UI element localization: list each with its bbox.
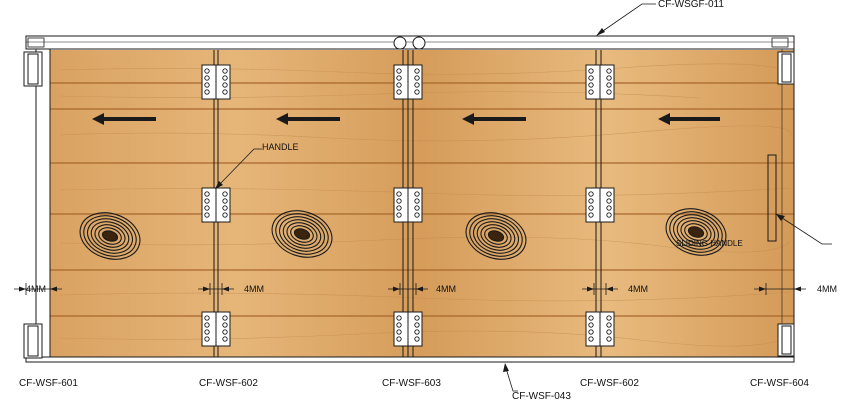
panel-label-3: CF-WSF-603 xyxy=(382,378,441,389)
leader-line-icon xyxy=(217,148,262,187)
top-frame-rail xyxy=(25,35,795,50)
panel-label-5: CF-WSF-604 xyxy=(750,378,809,389)
dimension-arrow-icon xyxy=(388,283,428,295)
hinge-icon xyxy=(201,187,231,223)
direction-arrows xyxy=(92,113,720,125)
sliding-handle-label: SLIDING HANDLE xyxy=(676,239,743,248)
bottom-track-label: CF-WSF-043 xyxy=(512,391,571,402)
side-frames xyxy=(35,49,795,362)
wood-knots xyxy=(79,208,727,260)
top-frame-label: CF-WSGF-011 xyxy=(658,0,724,10)
hinge-icon xyxy=(393,187,423,223)
panel-label-2: CF-WSF-602 xyxy=(199,378,258,389)
panel-label-1: CF-WSF-601 xyxy=(19,378,78,389)
dimension-arrow-icon xyxy=(754,283,806,295)
bottom-track xyxy=(25,356,795,363)
leader-lines xyxy=(217,3,832,392)
panel-label-4: CF-WSF-602 xyxy=(580,378,639,389)
knot-icon xyxy=(665,208,727,256)
knot-icon xyxy=(79,212,141,260)
sliding-handle-bar xyxy=(767,154,777,242)
hinge-icon xyxy=(393,311,423,347)
hinge-icon xyxy=(585,64,615,100)
hinge-icon xyxy=(201,311,231,347)
gap-label-5: 4MM xyxy=(817,284,837,294)
leader-line-icon xyxy=(504,364,518,392)
hinge-group xyxy=(201,64,615,347)
arrow-left-icon xyxy=(658,113,720,125)
gap-label-4: 4MM xyxy=(628,284,648,294)
knot-icon xyxy=(271,210,333,258)
leader-line-icon xyxy=(775,213,832,245)
handle-label: HANDLE xyxy=(262,142,299,152)
end-brackets xyxy=(23,51,795,359)
gap-dimensions xyxy=(14,283,806,295)
leader-line-icon xyxy=(599,3,656,34)
arrow-left-icon xyxy=(92,113,156,125)
arrow-left-icon xyxy=(462,113,526,125)
hinge-icon xyxy=(393,64,423,100)
knot-icon xyxy=(465,212,527,260)
gap-label-1: 4MM xyxy=(26,284,46,294)
gap-label-2: 4MM xyxy=(244,284,264,294)
arrow-left-icon xyxy=(276,113,340,125)
gap-label-3: 4MM xyxy=(436,284,456,294)
dimension-arrow-icon xyxy=(582,283,618,295)
hinge-icon xyxy=(201,64,231,100)
dimension-arrow-icon xyxy=(198,283,234,295)
hinge-icon xyxy=(585,311,615,347)
hinge-icon xyxy=(585,187,615,223)
dimension-arrow-icon xyxy=(14,283,62,295)
